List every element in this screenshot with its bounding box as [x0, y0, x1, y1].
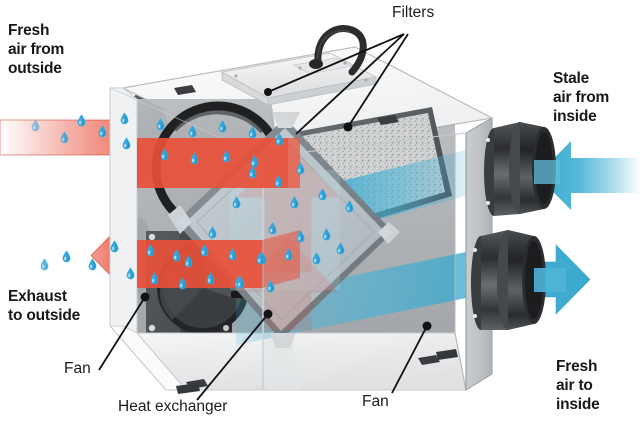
label-stale-air-from-inside: Stale air from inside: [553, 70, 610, 125]
label-fan-left: Fan: [64, 360, 91, 377]
casing-interior-floor: [136, 332, 467, 391]
label-exhaust-to-outside: Exhaust to outside: [8, 288, 81, 324]
label-fresh-air-from-outside: Fresh air from outside: [8, 22, 65, 77]
leader-filters-lower: [295, 33, 405, 135]
label-fresh-air-to-inside: Fresh air to inside: [556, 358, 600, 413]
label-filters: Filters: [392, 4, 435, 21]
leader-filters-upper: [347, 33, 409, 128]
label-fan-right: Fan: [362, 393, 389, 410]
label-heat-exchanger: Heat exchanger: [118, 398, 228, 415]
flow-fresh-air-interior: [137, 138, 300, 288]
duct-collar-upper-right: [484, 122, 556, 216]
leader-filters-second: [264, 33, 405, 96]
leader-fan-left: [98, 296, 146, 371]
flow-stale-air-return-arrow: [537, 141, 640, 210]
power-cable: [309, 25, 367, 76]
leader-lines: [98, 33, 432, 401]
leader-heat-exchanger: [196, 313, 269, 401]
casing-feet: [176, 349, 458, 394]
leader-fan-right: [391, 325, 428, 394]
duct-collar-lower-right: [471, 230, 546, 330]
